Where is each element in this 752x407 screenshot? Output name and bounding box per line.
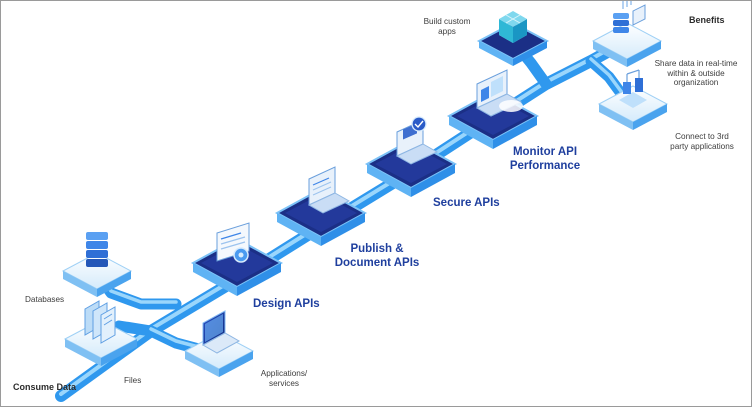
build-custom-apps-label: Build custom apps	[423, 17, 471, 36]
files-platform	[63, 300, 139, 366]
secure-apis-label: Secure APIs	[433, 197, 500, 209]
monitor-platform	[446, 69, 540, 149]
databases-platform	[61, 232, 133, 297]
data-share-icon	[613, 1, 646, 33]
api-document-gear-icon	[216, 222, 250, 263]
applications-label: Applications/ services	[260, 369, 308, 388]
share-platform	[591, 1, 663, 67]
connect-platform	[597, 69, 669, 130]
publish-apis-label: Publish & Document APIs	[334, 243, 420, 269]
design-apis-label: Design APIs	[253, 298, 320, 310]
connect-pipe	[585, 55, 629, 102]
files-label: Files	[124, 376, 142, 385]
laptop-api-shield-icon	[395, 116, 439, 165]
laptop-dashboard-icon	[475, 69, 523, 117]
build-platform	[476, 11, 550, 66]
databases-label: Databases	[25, 295, 65, 304]
connect-3rd-party-label: Connect to 3rd party applications	[670, 132, 734, 151]
design-platform	[190, 222, 284, 296]
connected-apps-icon	[619, 69, 647, 108]
share-data-label: Share data in real-time within & outside…	[654, 59, 738, 88]
laptop-icon	[201, 310, 241, 354]
cube-blocks-icon	[499, 11, 527, 43]
benefits-heading: Benefits	[689, 15, 725, 25]
secure-platform	[364, 116, 458, 197]
laptop-document-icon	[307, 166, 351, 214]
monitor-api-label: Monitor API Performance	[509, 146, 581, 172]
database-stack-icon	[86, 232, 108, 267]
file-stack-icon	[84, 300, 116, 344]
applications-platform	[183, 310, 255, 377]
publish-platform	[274, 166, 368, 246]
consume-data-heading: Consume Data	[13, 382, 77, 392]
